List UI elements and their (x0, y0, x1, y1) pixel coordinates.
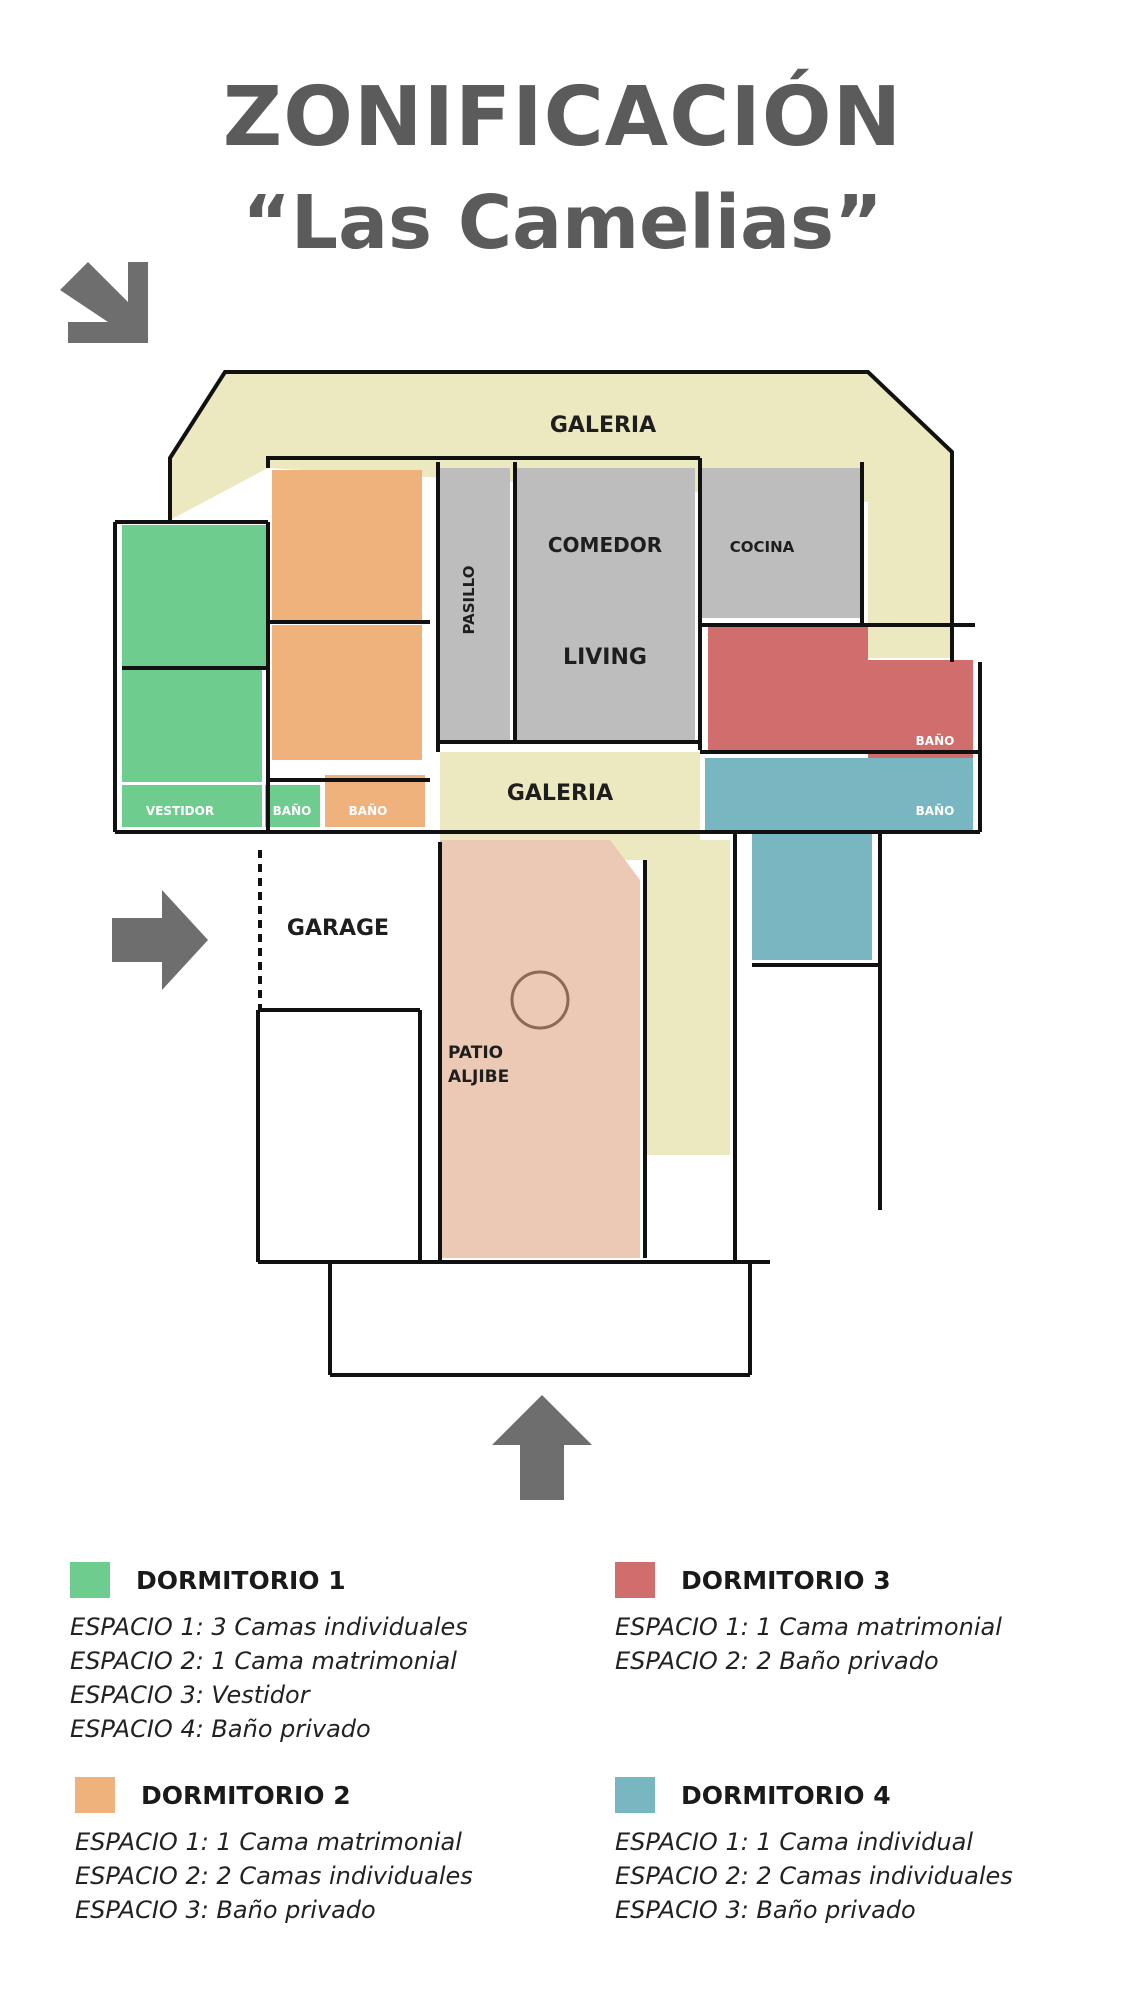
legend-item: ESPACIO 1: 1 Cama individual (615, 1828, 973, 1856)
patio-label-line2: ALJIBE (448, 1067, 509, 1087)
dormitorio-2-zone-a (272, 470, 422, 620)
patio-aljibe-zone (440, 840, 640, 1258)
legend-item: ESPACIO 2: 1 Cama matrimonial (70, 1647, 457, 1675)
legend-title: DORMITORIO 4 (681, 1780, 891, 1810)
legend-dormitorio-3: DORMITORIO 3 ESPACIO 1: 1 Cama matrimoni… (615, 1560, 1115, 1678)
bano-d1-label: BAÑO (273, 803, 312, 818)
galeria-top-label: GALERIA (550, 413, 656, 438)
bano-d1-zone (265, 785, 320, 827)
bano-d2-zone (325, 775, 425, 827)
legend-title: DORMITORIO 1 (136, 1565, 346, 1595)
vestidor-zone (122, 785, 262, 827)
vestidor-label: VESTIDOR (146, 804, 214, 818)
legend-swatch-d2 (75, 1777, 115, 1813)
cocina-label: COCINA (730, 538, 795, 556)
pasillo-label: PASILLO (460, 566, 478, 635)
entrance-arrow-left (112, 890, 208, 990)
cocina-zone (702, 468, 860, 618)
galeria-center-label: GALERIA (507, 781, 613, 806)
dormitorio-4-zone-b (752, 832, 872, 960)
aljibe-well (510, 970, 570, 1030)
living-label: LIVING (563, 645, 647, 670)
legend-item: ESPACIO 2: 2 Camas individuales (75, 1862, 473, 1890)
legend-item: ESPACIO 3: Baño privado (75, 1896, 376, 1924)
pasillo-zone (440, 468, 510, 740)
page-subtitle: “Las Camelias” (242, 180, 883, 266)
legend-dormitorio-1: DORMITORIO 1 ESPACIO 1: 3 Camas individu… (70, 1560, 570, 1746)
legend-item: ESPACIO 4: Baño privado (70, 1715, 371, 1743)
legend-title: DORMITORIO 2 (141, 1780, 351, 1810)
bano-d4-label: BAÑO (916, 803, 955, 818)
dormitorio-4-zone-a (705, 758, 973, 830)
dormitorio-2-zone-b (272, 625, 422, 760)
entrance-arrow-top-left (60, 262, 148, 343)
legend-item: ESPACIO 1: 1 Cama matrimonial (615, 1613, 1002, 1641)
dormitorio-1-zone-a (122, 525, 267, 667)
dormitorio-1-zone-b (122, 670, 262, 782)
legend-item: ESPACIO 2: 2 Camas individuales (615, 1862, 1013, 1890)
legend-item: ESPACIO 1: 1 Cama matrimonial (75, 1828, 462, 1856)
legend-swatch-d1 (70, 1562, 110, 1598)
dormitorio-3-zone (708, 625, 868, 750)
legend-item: ESPACIO 3: Vestidor (70, 1681, 310, 1709)
walls (113, 370, 982, 1377)
living-comedor-zone (515, 468, 695, 740)
entrance-arrow-bottom (492, 1395, 592, 1500)
legend-dormitorio-4: DORMITORIO 4 ESPACIO 1: 1 Cama individua… (615, 1775, 1115, 1927)
legend-swatch-d3 (615, 1562, 655, 1598)
galeria-top-zone (170, 372, 952, 658)
legend-item: ESPACIO 1: 3 Camas individuales (70, 1613, 468, 1641)
bano-d3-label: BAÑO (916, 733, 955, 748)
legend-swatch-d4 (615, 1777, 655, 1813)
bano-d3-zone (868, 660, 973, 758)
legend-dormitorio-2: DORMITORIO 2 ESPACIO 1: 1 Cama matrimoni… (75, 1775, 575, 1927)
bano-d2-label: BAÑO (349, 803, 388, 818)
garage-label: GARAGE (287, 916, 389, 941)
legend-title: DORMITORIO 3 (681, 1565, 891, 1595)
legend-item: ESPACIO 3: Baño privado (615, 1896, 916, 1924)
page-title: ZONIFICACIÓN (222, 70, 903, 165)
legend-item: ESPACIO 2: 2 Baño privado (615, 1647, 939, 1675)
patio-label-line1: PATIO (448, 1043, 503, 1063)
comedor-label: COMEDOR (548, 533, 662, 557)
